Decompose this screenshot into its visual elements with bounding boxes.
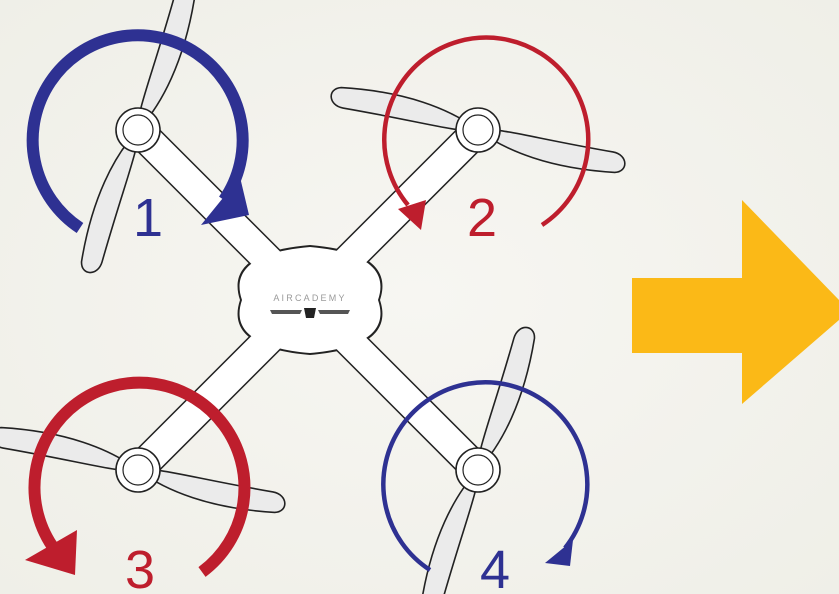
motor-label-1: 1: [133, 188, 163, 248]
motor-label-3: 3: [125, 540, 155, 594]
brand-text: AIRCADEMY: [273, 293, 346, 303]
motor-label-2: 2: [467, 188, 497, 248]
motor-label-4: 4: [480, 540, 510, 594]
